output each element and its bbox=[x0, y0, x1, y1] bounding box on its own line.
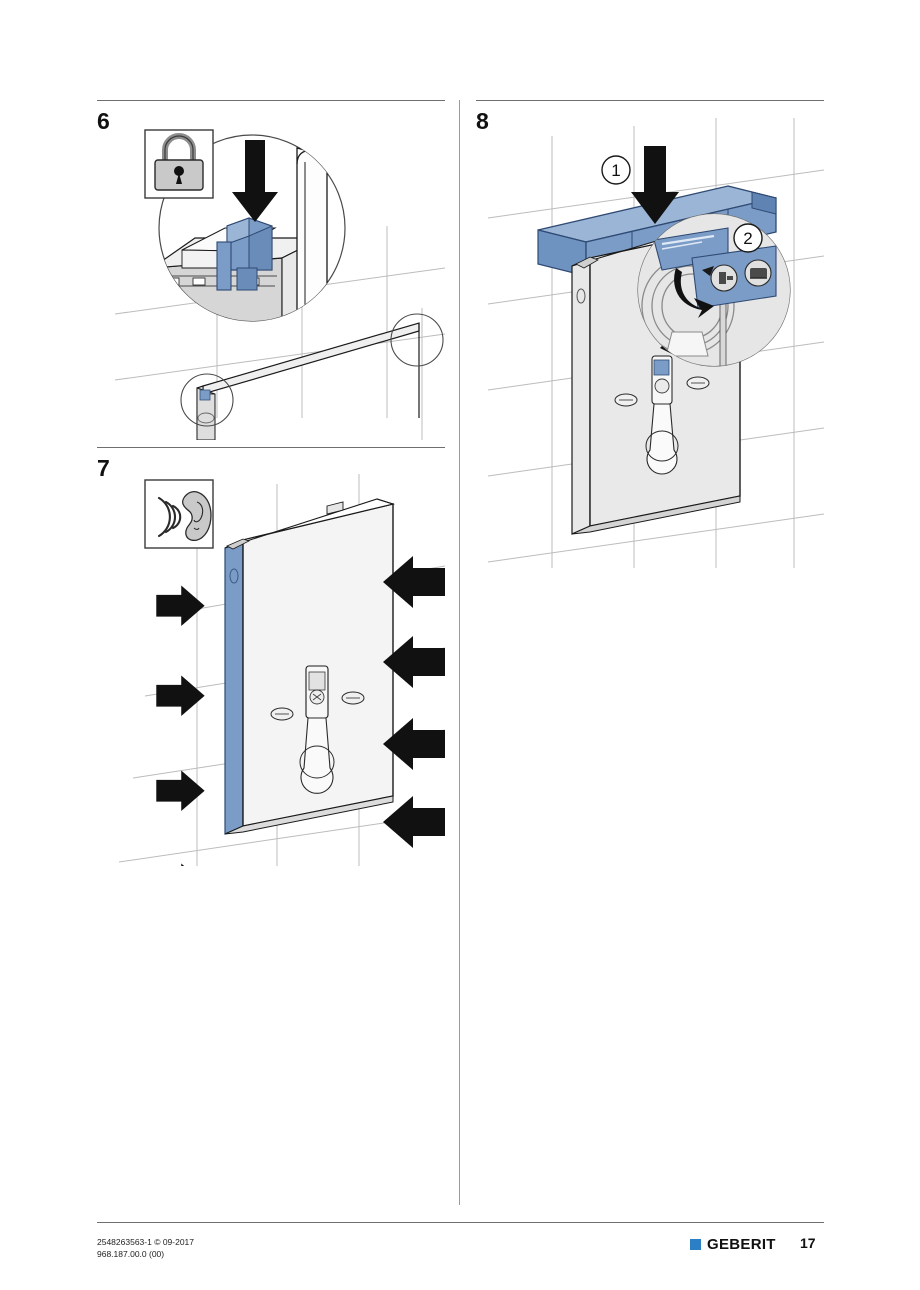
step-number-8: 8 bbox=[476, 108, 489, 134]
padlock-icon-box bbox=[144, 129, 214, 199]
step-number-6: 6 bbox=[97, 108, 110, 134]
padlock-closed-icon bbox=[154, 133, 204, 191]
detail-circle-lower-left bbox=[180, 373, 234, 427]
flush-panel bbox=[224, 498, 396, 835]
step-rule-6 bbox=[97, 100, 445, 101]
step-6-illustration bbox=[97, 118, 445, 440]
step-7-illustration bbox=[97, 466, 445, 866]
panel-slab bbox=[196, 322, 420, 440]
brand-logo: GEBERIT bbox=[690, 1236, 776, 1253]
column-divider bbox=[459, 100, 460, 1205]
blue-icon-label bbox=[691, 245, 777, 309]
pull-arrow bbox=[674, 268, 714, 318]
detail-circle-step8 bbox=[637, 213, 791, 367]
svg-text:2: 2 bbox=[743, 229, 752, 248]
callout-number-2: 2 bbox=[733, 223, 763, 253]
actuator-mechanism bbox=[270, 665, 365, 794]
ear-icon-box bbox=[144, 479, 214, 549]
footer-reference: 2548263563-1 © 09-2017 968.187.00.0 (00) bbox=[97, 1236, 194, 1261]
press-arrow-down bbox=[232, 140, 278, 222]
step-rule-8 bbox=[476, 100, 824, 101]
footer-reference-line-1: 2548263563-1 © 09-2017 bbox=[97, 1237, 195, 1247]
ear-listen-icon bbox=[157, 491, 212, 542]
actuator-mechanism bbox=[614, 355, 710, 475]
step-number-7: 7 bbox=[97, 455, 110, 481]
footer-rule bbox=[97, 1222, 824, 1223]
page-number: 17 bbox=[800, 1235, 816, 1251]
callout-number-1: 1 bbox=[601, 155, 631, 185]
step-rule-7 bbox=[97, 447, 445, 448]
blue-clip-component bbox=[216, 217, 273, 291]
step-8-illustration: 1 bbox=[476, 118, 824, 568]
footer-reference-line-2: 968.187.00.0 (00) bbox=[97, 1249, 165, 1260]
clip-detail-small bbox=[199, 389, 211, 401]
brand-name: GEBERIT bbox=[707, 1236, 776, 1253]
detail-circle-right bbox=[390, 313, 444, 367]
press-arrows-left bbox=[156, 585, 205, 866]
press-arrows-right bbox=[383, 556, 445, 848]
panel-blue-edge bbox=[224, 539, 244, 835]
svg-text:1: 1 bbox=[611, 161, 620, 180]
brand-square-icon bbox=[690, 1239, 701, 1250]
insert-arrow-down bbox=[631, 146, 679, 224]
